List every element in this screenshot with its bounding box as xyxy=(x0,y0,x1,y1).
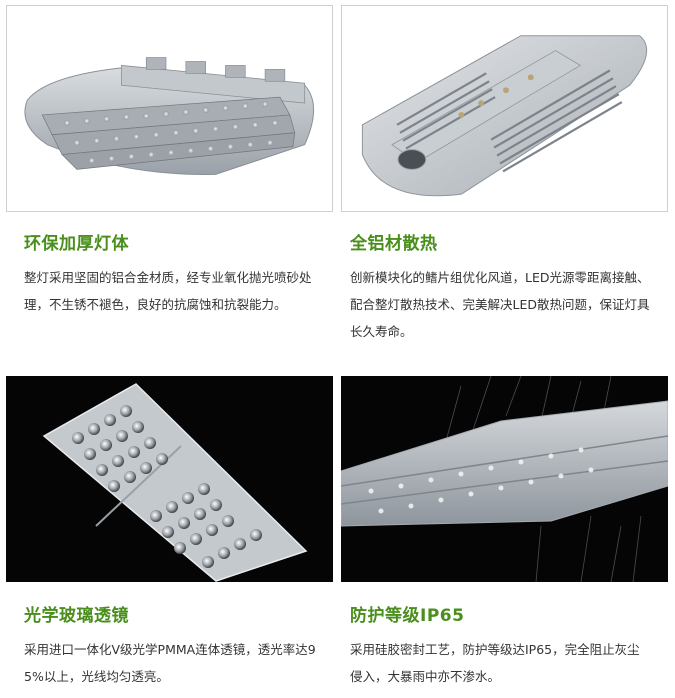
rain-light-illustration xyxy=(341,376,668,582)
feature-ip65-protection: 防护等级IP65 采用硅胶密封工艺，防护等级达IP65，完全阻止灰尘侵入，大暴雨… xyxy=(350,605,670,690)
waterproof-light-photo xyxy=(341,376,668,582)
feature-title: 防护等级IP65 xyxy=(350,606,465,626)
feature-optical-lens: 光学玻璃透镜 采用进口一体化V级光学PMMA连体透镜，透光率达95%以上，光线均… xyxy=(24,605,344,690)
feature-aluminum-cooling: 全铝材散热 创新模块化的鳍片组优化风道，LED光源零距离接触、配合整灯散热技术、… xyxy=(350,233,670,345)
feature-description: 采用进口一体化V级光学PMMA连体透镜，透光率达95%以上，光线均匀透亮。 xyxy=(24,642,316,684)
feature-description: 创新模块化的鳍片组优化风道，LED光源零距离接触、配合整灯散热技术、完美解决LE… xyxy=(350,270,650,339)
heat-sink-illustration xyxy=(361,35,648,197)
feature-title: 光学玻璃透镜 xyxy=(24,606,129,626)
feature-description: 整灯采用坚固的铝合金材质，经专业氧化抛光喷砂处理，不生锈不褪色，良好的抗腐蚀和抗… xyxy=(24,270,312,312)
optical-lens-photo xyxy=(6,376,333,582)
lens-illustration xyxy=(42,383,308,582)
street-light-body-photo xyxy=(6,5,333,212)
street-light-front-illustration xyxy=(24,57,314,175)
heat-sink-photo xyxy=(341,5,668,212)
feature-title: 全铝材散热 xyxy=(350,234,438,254)
feature-description: 采用硅胶密封工艺，防护等级达IP65，完全阻止灰尘侵入，大暴雨中亦不渗水。 xyxy=(350,642,640,684)
feature-thick-body: 环保加厚灯体 整灯采用坚固的铝合金材质，经专业氧化抛光喷砂处理，不生锈不褪色，良… xyxy=(24,233,344,318)
feature-title: 环保加厚灯体 xyxy=(24,234,129,254)
